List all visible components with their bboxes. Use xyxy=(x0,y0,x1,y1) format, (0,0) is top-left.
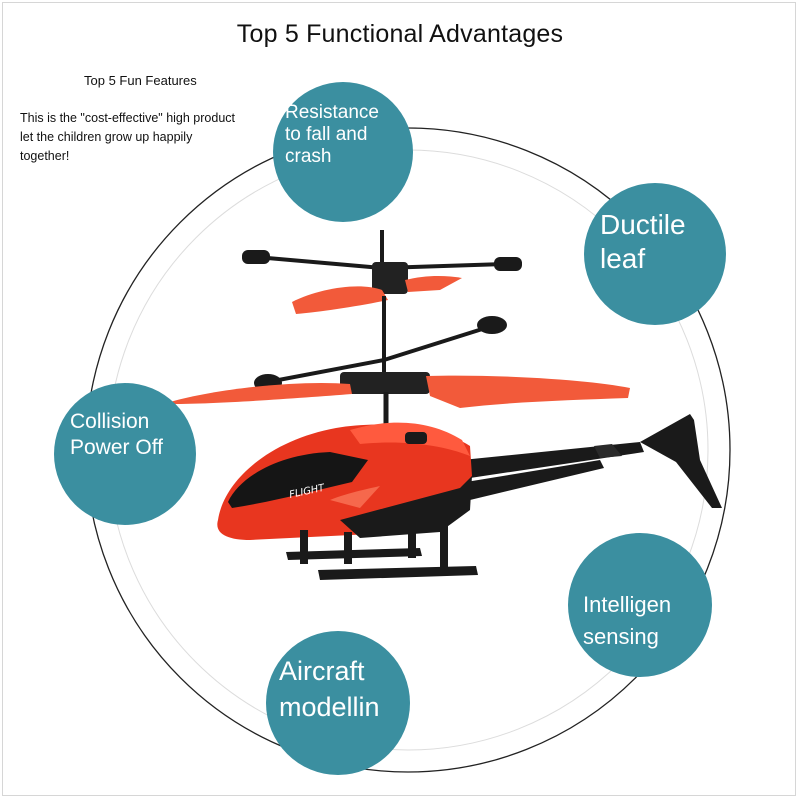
feature-label-ductile-leaf: Ductile leaf xyxy=(600,209,686,274)
feature-bubble-resistance: Resistance to fall and crash xyxy=(273,82,413,222)
feature-bubble-aircraft-modelling: Aircraft modellin xyxy=(266,631,410,775)
fun-features-heading: Top 5 Fun Features xyxy=(84,73,197,88)
feature-label-resistance: Resistance to fall and crash xyxy=(285,102,379,167)
feature-bubble-intelligent-sensing: Intelligen sensing xyxy=(568,533,712,677)
feature-label-intelligent-sensing: Intelligen sensing xyxy=(583,592,672,649)
feature-bubble-ductile-leaf: Ductile leaf xyxy=(584,183,726,325)
feature-label-aircraft-modelling: Aircraft modellin xyxy=(279,656,380,722)
page-title: Top 5 Functional Advantages xyxy=(236,20,564,48)
feature-bubble-collision: Collision Power Off xyxy=(54,383,196,525)
product-description: This is the "cost-effective" high produc… xyxy=(20,111,235,163)
feature-label-collision: Collision Power Off xyxy=(70,410,163,459)
